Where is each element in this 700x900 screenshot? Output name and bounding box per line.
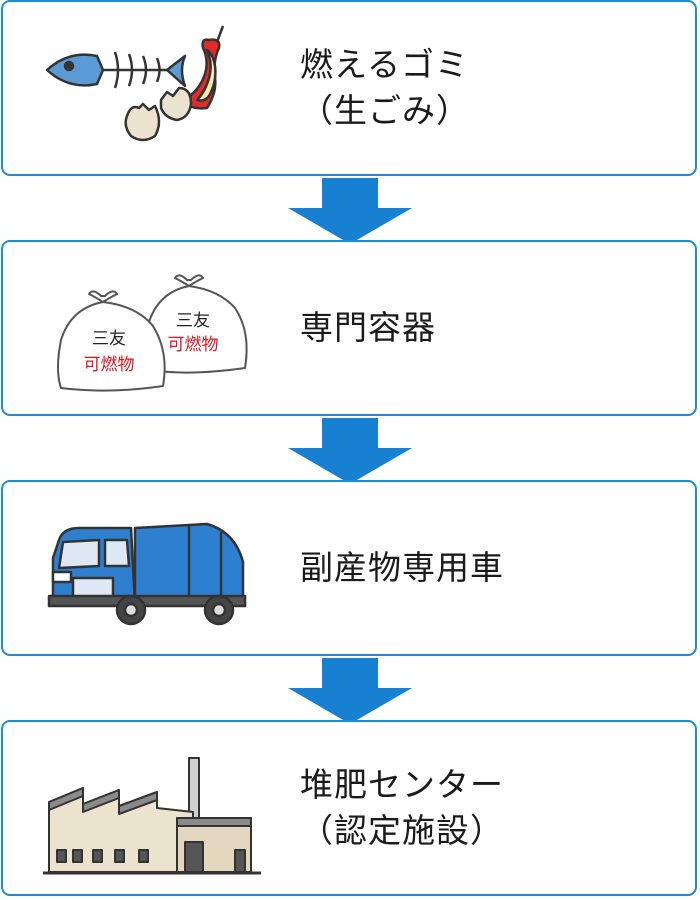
step-label-line1: 堆肥センター bbox=[300, 765, 504, 804]
garbage-truck-icon bbox=[39, 492, 269, 648]
down-arrow-icon bbox=[288, 178, 412, 244]
down-arrow-icon bbox=[288, 658, 412, 724]
bag-brand-label-front: 三友 bbox=[92, 329, 126, 349]
bag-type-label-front: 可燃物 bbox=[84, 355, 135, 375]
down-arrow-icon bbox=[288, 418, 412, 484]
step-label-line2: （認定施設） bbox=[300, 811, 504, 850]
step-label-line1: 専門容器 bbox=[300, 308, 436, 347]
flow-step-compost-center: 堆肥センター （認定施設） bbox=[1, 720, 697, 896]
flow-step-special-container: 三友 可燃物 三友 可燃物 専門容器 bbox=[1, 240, 697, 416]
flow-step-burnable-garbage: 燃えるゴミ （生ごみ） bbox=[1, 0, 697, 176]
bag-type-label-back: 可燃物 bbox=[168, 335, 219, 355]
factory-icon bbox=[39, 732, 269, 888]
step-label-line1: 燃えるゴミ bbox=[300, 45, 470, 84]
flow-step-byproduct-vehicle: 副産物専用車 bbox=[1, 480, 697, 656]
bag-brand-label-back: 三友 bbox=[176, 311, 210, 331]
garbage-bags-icon: 三友 可燃物 三友 可燃物 bbox=[39, 252, 269, 408]
food-waste-icon bbox=[39, 12, 269, 168]
step-label-line1: 副産物専用車 bbox=[300, 548, 504, 587]
step-label-line2: （生ごみ） bbox=[300, 91, 470, 130]
